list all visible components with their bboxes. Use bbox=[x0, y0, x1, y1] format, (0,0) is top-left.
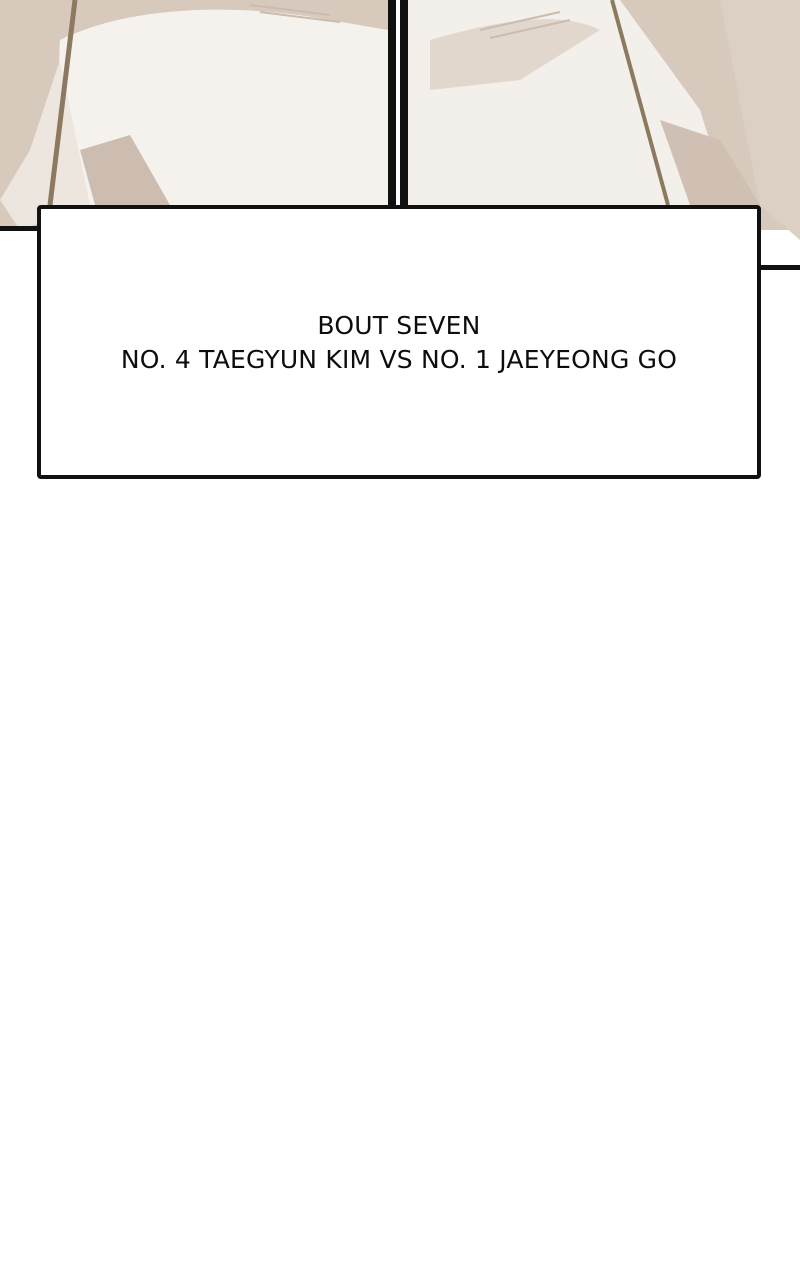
gutter-line-right bbox=[400, 0, 408, 210]
caption-box: BOUT SEVEN NO. 4 TAEGYUN KIM VS NO. 1 JA… bbox=[37, 205, 761, 479]
caption-line-bout: BOUT SEVEN bbox=[317, 311, 481, 340]
gutter-line-left bbox=[388, 0, 396, 210]
rope-right bbox=[610, 0, 670, 206]
comic-panel-artwork bbox=[0, 0, 800, 270]
panel-border-right bbox=[755, 265, 800, 270]
panel-border-left bbox=[0, 226, 40, 231]
fabric-right-edge bbox=[720, 0, 800, 240]
fabric-left-edge bbox=[0, 60, 90, 230]
fabric-shadow-left bbox=[80, 135, 170, 205]
fabric-shadow-right bbox=[430, 19, 600, 91]
caption-text: BOUT SEVEN NO. 4 TAEGYUN KIM VS NO. 1 JA… bbox=[41, 309, 757, 377]
motion-lines bbox=[249, 4, 571, 39]
rope-left bbox=[47, 0, 78, 206]
caption-line-matchup: NO. 4 TAEGYUN KIM VS NO. 1 JAEYEONG GO bbox=[120, 345, 678, 374]
fabric-shadow-right-lower bbox=[660, 120, 760, 205]
gutter-gap bbox=[396, 0, 400, 210]
